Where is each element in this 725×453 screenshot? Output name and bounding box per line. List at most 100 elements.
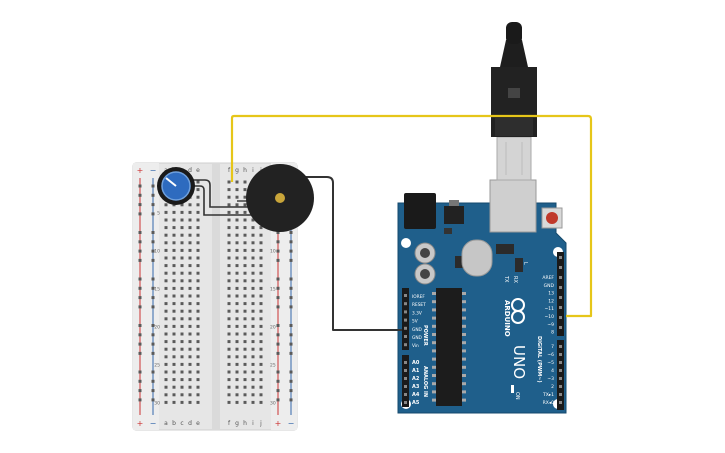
rail-hole: [138, 342, 142, 346]
reset-button-cap[interactable]: [546, 212, 558, 224]
breadboard-hole: [235, 241, 239, 245]
header-pin[interactable]: [404, 318, 407, 322]
breadboard-hole: [188, 393, 192, 397]
header-pin[interactable]: [404, 294, 407, 297]
arduino-uno[interactable]: ARDUINO UNO TX RX L ON IOREFRESET3.3V5VG…: [397, 179, 567, 414]
breadboard-hole: [172, 400, 176, 404]
breadboard-hole: [259, 226, 263, 230]
header-pin[interactable]: [404, 401, 407, 404]
analog-pin-label: A3: [412, 384, 420, 390]
chip-leg: [462, 357, 466, 361]
header-pin[interactable]: [404, 393, 407, 396]
header-pin[interactable]: [559, 393, 562, 396]
breadboard-hole: [180, 218, 184, 222]
breadboard-hole: [243, 362, 247, 366]
rail-hole: [151, 249, 155, 253]
header-pin[interactable]: [559, 353, 562, 356]
breadboard-hole: [164, 271, 168, 275]
breadboard-hole: [196, 400, 200, 404]
pot-wire-2[interactable]: [187, 185, 252, 216]
header-pin[interactable]: [559, 345, 562, 348]
rail-hole: [138, 324, 142, 327]
breadboard-hole: [251, 355, 255, 359]
breadboard-hole: [243, 286, 247, 290]
header-pin[interactable]: [559, 369, 562, 372]
analog-pin-label: A0: [412, 360, 420, 366]
breadboard-hole: [196, 309, 200, 313]
breadboard-hole: [235, 286, 239, 290]
header-pin[interactable]: [404, 335, 407, 338]
piezo-buzzer[interactable]: [246, 164, 314, 232]
breadboard-hole: [164, 256, 168, 260]
header-pin[interactable]: [559, 276, 562, 279]
ground-wire[interactable]: [300, 176, 402, 331]
header-pin[interactable]: [559, 316, 562, 319]
column-letter: h: [243, 420, 247, 427]
header-pin[interactable]: [404, 377, 407, 380]
breadboard-hole: [243, 264, 247, 268]
signal-wire-pin-10[interactable]: [230, 114, 593, 318]
breadboard-hole: [164, 393, 168, 397]
breadboard-hole: [164, 324, 168, 328]
rail-hole: [289, 370, 293, 374]
breadboard-hole: [164, 347, 168, 351]
header-pin[interactable]: [404, 343, 407, 347]
header-pin[interactable]: [559, 401, 562, 404]
breadboard-hole: [227, 400, 231, 404]
breadboard-hole: [180, 324, 184, 328]
breadboard-hole: [235, 210, 239, 214]
digital-pin-label: ~10: [545, 314, 555, 320]
header-pin[interactable]: [559, 256, 562, 259]
digital-pin-label: ~3: [547, 376, 554, 382]
pot-wire-1[interactable]: [182, 179, 252, 208]
header-pin[interactable]: [404, 385, 407, 388]
breadboard-hole: [196, 370, 200, 374]
breadboard-hole: [235, 302, 239, 306]
digital-pin-label: GND: [544, 283, 555, 289]
header-pin[interactable]: [404, 369, 407, 372]
header-pin[interactable]: [559, 361, 562, 364]
rail-hole: [138, 249, 142, 253]
breadboard-hole: [172, 294, 176, 298]
header-pin[interactable]: [404, 361, 407, 364]
breadboard-hole: [243, 271, 247, 275]
header-pin[interactable]: [404, 310, 407, 314]
breadboard-hole: [227, 218, 231, 222]
breadboard-hole: [227, 347, 231, 351]
usb-cable[interactable]: [491, 22, 537, 181]
rail-hole: [151, 231, 155, 234]
power-pin-label: 3.3V: [412, 310, 422, 316]
breadboard-hole: [251, 256, 255, 260]
rail-hole: [289, 286, 293, 290]
header-pin[interactable]: [404, 326, 407, 330]
breadboard-hole: [243, 188, 247, 192]
header-pin[interactable]: [559, 385, 562, 388]
chip-leg: [462, 308, 466, 312]
breadboard-hole: [227, 324, 231, 328]
breadboard-hole: [164, 370, 168, 374]
header-pin[interactable]: [559, 377, 562, 380]
header-pin[interactable]: [559, 326, 562, 329]
header-pin[interactable]: [404, 302, 407, 306]
rail-hole: [151, 277, 155, 281]
rail-hole: [151, 351, 155, 355]
voltage-regulator: [444, 206, 464, 224]
header-pin[interactable]: [559, 296, 562, 299]
column-letter: i: [252, 167, 254, 174]
header-pin[interactable]: [559, 286, 562, 289]
header-pin[interactable]: [559, 266, 562, 269]
breadboard-hole: [259, 309, 263, 313]
chip-leg: [462, 333, 466, 336]
rail-hole: [151, 305, 155, 309]
breadboard-hole: [164, 362, 168, 366]
breadboard-hole: [227, 332, 231, 336]
chip-leg: [432, 349, 436, 353]
breadboard-hole: [180, 309, 184, 313]
potentiometer[interactable]: [157, 167, 195, 205]
chip-leg: [462, 300, 466, 304]
breadboard-hole: [243, 256, 247, 260]
header-pin[interactable]: [559, 306, 562, 309]
breadboard-hole: [164, 332, 168, 336]
